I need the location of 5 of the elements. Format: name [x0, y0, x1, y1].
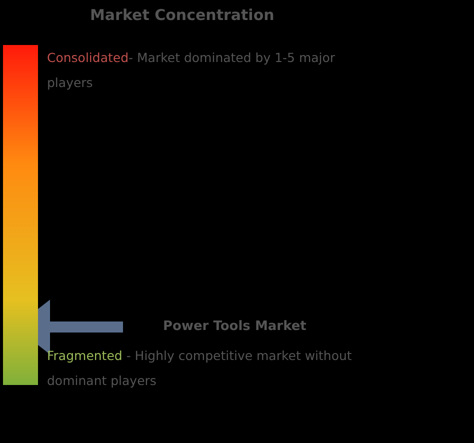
description-text: Fragmented - Highly competitive market without dominant players: [47, 347, 353, 390]
chart-title: Market Concentration: [90, 6, 274, 24]
concentration-bar: [3, 45, 38, 385]
description-text: Consolidated- Market dominated by 1-5 major players: [47, 49, 336, 92]
market-label: Power Tools Market: [163, 316, 323, 338]
